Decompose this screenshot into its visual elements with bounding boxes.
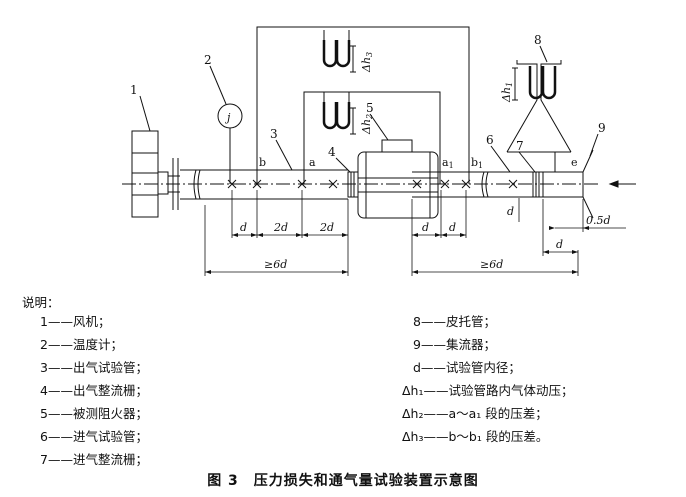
- legend-item-outlet-straightener: 4——出气整流栅；: [40, 383, 148, 398]
- delta-h-markers: [350, 45, 518, 135]
- inlet-flow-straightener: [532, 171, 544, 198]
- delta-h3-label: Δh3: [360, 52, 374, 73]
- thermometer: [217, 103, 243, 184]
- point-a: a: [309, 156, 316, 169]
- callout-4: 4: [328, 145, 336, 159]
- legend-item-inlet-straightener: 7——进气整流栅；: [40, 452, 148, 467]
- dim-d-right2: d: [449, 221, 456, 234]
- legend-item-dh1: Δh₁——试验管路内气体动压；: [402, 383, 574, 398]
- legend-item-outlet-pipe: 3——出气试验管；: [40, 360, 148, 375]
- legend-item-thermometer: 2——温度计；: [40, 337, 123, 352]
- delta-h2-label: Δh2: [360, 114, 374, 135]
- callout-3: 3: [270, 127, 278, 141]
- thermometer-label: j: [224, 111, 231, 124]
- legend-item-pitot: 8——皮托管；: [413, 314, 496, 329]
- dim-2d-2: 2d: [319, 221, 334, 234]
- point-b1: b1: [471, 156, 483, 170]
- inflow-arrow: [608, 180, 636, 188]
- apparatus-diagram: 1 2 3 4 5 6 7 8 9 j b a a1 b1 e Δh3 Δh2 …: [122, 26, 636, 276]
- flame-arrester: [357, 139, 439, 219]
- callout-leaders: [139, 45, 599, 173]
- dim-six-left: ≥6d: [264, 258, 287, 271]
- callout-7: 7: [516, 139, 524, 153]
- legend-item-inlet-pipe: 6——进气试验管；: [40, 429, 148, 444]
- u-tube-h3: [322, 40, 351, 68]
- u-tube-h1: [528, 66, 557, 100]
- dimension-arrowheads: [205, 226, 589, 274]
- legend-item-dh3: Δh₃——b～b₁ 段的压差。: [402, 429, 549, 444]
- callout-numbers: 1 2 3 4 5 6 7 8 9: [130, 33, 606, 159]
- legend-item-dh2: Δh₂——a～a₁ 段的压差；: [402, 406, 548, 421]
- dim-six-right: ≥6d: [480, 258, 503, 271]
- dim-d-left: d: [240, 221, 247, 234]
- dim-half-d: 0.5d: [586, 214, 611, 227]
- callout-8: 8: [534, 33, 542, 47]
- legend-item-fan: 1——风机；: [40, 314, 111, 329]
- legend-item-diameter: d——试验管内径；: [413, 360, 521, 375]
- dim-d-lower: d: [556, 238, 563, 251]
- figure-caption: 图 3 压力损失和通气量试验装置示意图: [207, 473, 479, 489]
- legend-title: 说明：: [22, 295, 60, 310]
- point-a1: a1: [442, 156, 454, 170]
- point-b: b: [259, 156, 266, 169]
- pressure-tap-lines: [256, 26, 572, 184]
- legend-item-collector: 9——集流器；: [413, 337, 496, 352]
- fan: [131, 130, 180, 218]
- outlet-test-pipe: [172, 158, 348, 210]
- delta-h1-label: Δh1: [500, 82, 514, 103]
- callout-2: 2: [204, 53, 212, 67]
- callout-5: 5: [366, 101, 374, 115]
- inlet-test-pipe: [412, 171, 535, 198]
- dim-d-right1: d: [422, 221, 429, 234]
- callout-1: 1: [130, 83, 138, 97]
- callout-9: 9: [598, 121, 606, 135]
- point-e: e: [571, 156, 578, 169]
- u-tube-h2: [322, 102, 351, 130]
- callout-6: 6: [486, 133, 494, 147]
- legend-item-flame-arrester: 5——被测阻火器；: [40, 406, 148, 421]
- dim-vertical-d: d: [507, 205, 514, 218]
- dim-2d-1: 2d: [273, 221, 288, 234]
